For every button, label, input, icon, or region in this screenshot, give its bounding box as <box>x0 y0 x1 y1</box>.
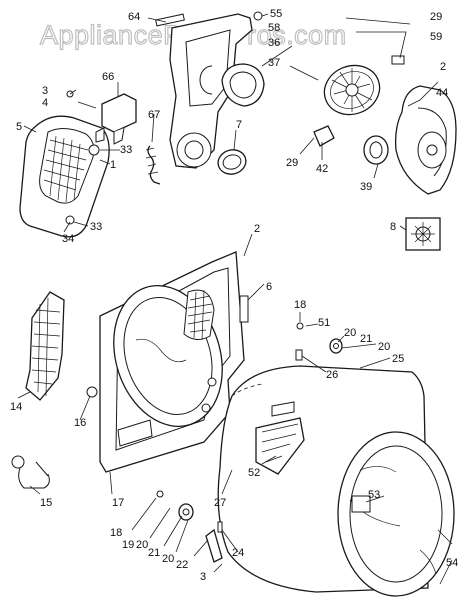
callout-67: 67 <box>148 109 160 121</box>
callout-33-top: 33 <box>120 144 132 156</box>
callout-labels: 64 55 29 58 59 36 37 2 44 3 4 66 5 67 7 … <box>10 8 458 583</box>
callout-29-mid: 29 <box>286 157 298 169</box>
callout-19: 19 <box>122 539 134 551</box>
callout-66: 66 <box>102 71 114 83</box>
washer-18 <box>296 322 304 330</box>
callout-36: 36 <box>268 37 280 49</box>
callout-3-top: 3 <box>42 85 48 97</box>
callout-2-top: 2 <box>440 61 446 73</box>
callout-51: 51 <box>318 317 330 329</box>
callout-21-top: 21 <box>360 333 372 345</box>
terminal-block-66 <box>95 93 137 145</box>
front-panel-17 <box>99 251 245 473</box>
callout-53: 53 <box>368 489 380 501</box>
icon-box-8 <box>405 217 441 251</box>
blower-wheel-37 <box>323 64 381 116</box>
callout-5: 5 <box>16 121 22 133</box>
callout-24: 24 <box>232 547 244 559</box>
plug-16 <box>86 386 98 398</box>
callout-39: 39 <box>360 181 372 193</box>
callout-25: 25 <box>392 353 404 365</box>
callout-29-top: 29 <box>430 11 442 23</box>
callout-26: 26 <box>326 369 338 381</box>
callout-17: 17 <box>112 497 124 509</box>
callout-20-a: 20 <box>344 327 356 339</box>
pin-24 <box>217 521 223 533</box>
callout-18-low: 18 <box>110 527 122 539</box>
shaft-22 <box>205 528 223 563</box>
leader-lines <box>17 13 453 585</box>
drum-27 <box>217 365 455 597</box>
callout-27: 27 <box>214 497 226 509</box>
callout-2-mid: 2 <box>254 223 260 235</box>
callout-20-d: 20 <box>162 553 174 565</box>
callout-20-b: 20 <box>378 341 390 353</box>
clip-59 <box>391 55 405 65</box>
control-housing-5 <box>19 115 110 238</box>
callout-44: 44 <box>436 87 448 99</box>
callout-8: 8 <box>390 221 396 233</box>
rear-duct-housing <box>155 13 253 169</box>
callout-58: 58 <box>268 22 280 34</box>
callout-21-low: 21 <box>148 547 160 559</box>
screw-55 <box>253 11 263 21</box>
callout-18-top: 18 <box>294 299 306 311</box>
callout-42: 42 <box>316 163 328 175</box>
screw-34 <box>65 215 75 225</box>
callout-64: 64 <box>128 11 140 23</box>
strip-6 <box>239 295 249 323</box>
part-64-strip <box>155 13 185 27</box>
coupling-42 <box>313 125 335 147</box>
callout-15: 15 <box>40 497 52 509</box>
callout-59: 59 <box>430 31 442 43</box>
callout-33-low: 33 <box>90 221 102 233</box>
clip-26 <box>295 349 303 361</box>
motor-housing-44 <box>394 85 457 195</box>
callout-16: 16 <box>74 417 86 429</box>
callout-54: 54 <box>446 557 458 569</box>
callout-20-c: 20 <box>136 539 148 551</box>
side-panel-14 <box>25 291 65 401</box>
hose-67 <box>147 145 161 185</box>
callout-3-low: 3 <box>200 571 206 583</box>
callout-1: 1 <box>110 159 116 171</box>
callout-14: 14 <box>10 401 22 413</box>
callout-7: 7 <box>236 119 242 131</box>
callout-34: 34 <box>62 233 74 245</box>
callout-52: 52 <box>248 467 260 479</box>
callout-6: 6 <box>266 281 272 293</box>
knob-1 <box>88 144 100 156</box>
callout-22: 22 <box>176 559 188 571</box>
callout-55: 55 <box>270 8 282 20</box>
washer-18b <box>156 490 164 498</box>
callout-37: 37 <box>268 57 280 69</box>
callout-4: 4 <box>42 97 48 109</box>
harness-15 <box>18 467 50 489</box>
